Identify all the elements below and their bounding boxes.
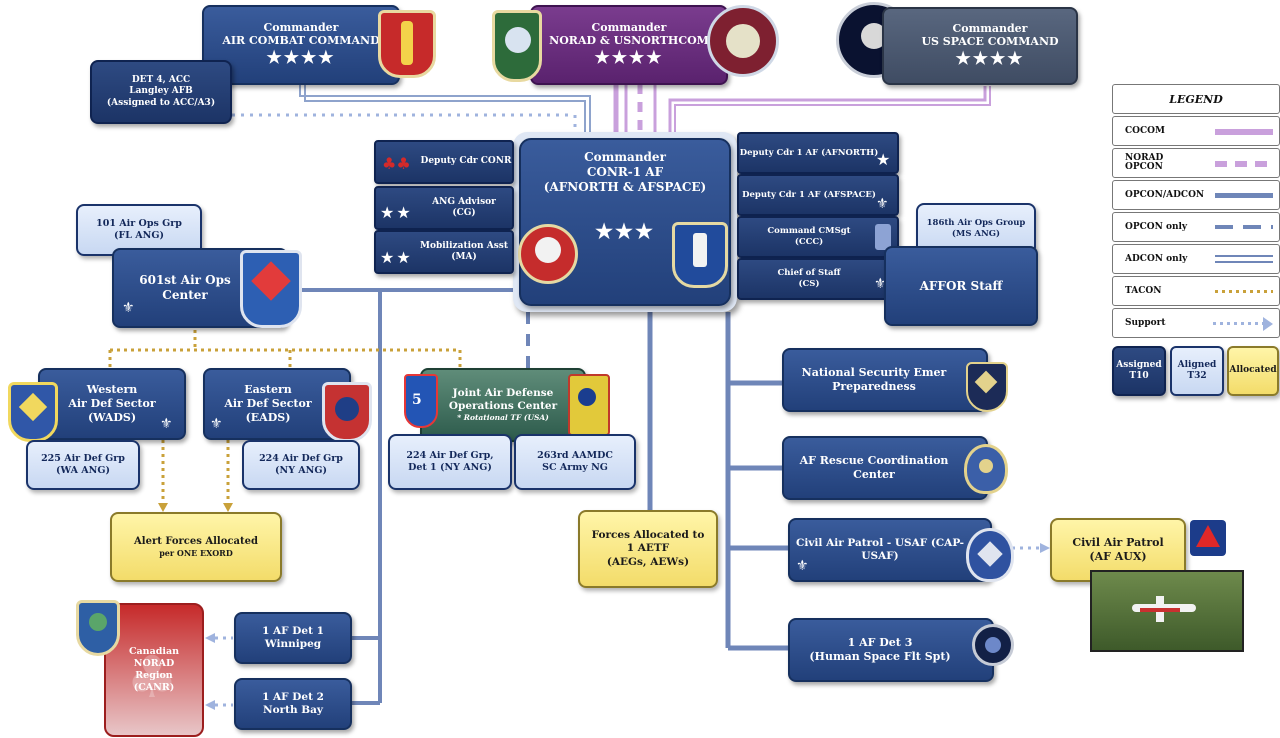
support-arrowhead — [205, 633, 215, 643]
legend-adcon-only-row: ADCON only — [1112, 244, 1280, 274]
canr-emblem-icon — [76, 600, 120, 656]
det4-acc-box: DET 4, ACC Langley AFB (Assigned to ACC/… — [90, 60, 232, 124]
two-star-icon: ★★ — [380, 248, 413, 267]
det3-box: 1 AF Det 3 (Human Space Flt Spt) — [788, 618, 994, 682]
legend-support-row: Support — [1112, 308, 1280, 338]
legend-opcon-adcon-row: OPCON/ADCON — [1112, 180, 1280, 210]
det2-box: 1 AF Det 2 North Bay — [234, 678, 352, 730]
conr-eagle-emblem-icon — [518, 224, 578, 284]
adg224-box: 224 Air Def Grp (NY ANG) — [242, 440, 360, 490]
deputy-cdr-afnorth-box: Deputy Cdr 1 AF (AFNORTH) — [737, 132, 899, 174]
colonel-eagle-icon: ⚜ — [160, 416, 173, 432]
space-commander-box: Commander US SPACE COMMAND ★★★★ — [882, 7, 1078, 85]
afnorth-emblem-icon — [672, 222, 728, 288]
legend-assigned-swatch: Assigned T10 — [1112, 346, 1166, 396]
maple-leaf-icon: ♣♣ — [382, 154, 411, 173]
colonel-eagle-icon: ⚜ — [876, 196, 889, 212]
deputy-cdr-afspace-box: Deputy Cdr 1 AF (AFSPACE) — [737, 174, 899, 216]
legend-norad-opcon-row: NORAD OPCON — [1112, 148, 1280, 178]
legend-title-row: LEGEND — [1112, 84, 1280, 114]
one-star-icon: ★ — [876, 150, 891, 169]
wads-box: Western Air Def Sector (WADS) — [38, 368, 186, 440]
aamdc-box: 263rd AAMDC SC Army NG — [514, 434, 636, 490]
acc-commander-box: Commander AIR COMBAT COMMAND ★★★★ — [202, 5, 400, 85]
cmsgt-chevron-icon — [875, 224, 891, 250]
canr-box: ♣ Canadian NORAD Region (CANR) — [104, 603, 204, 737]
adcon-line — [674, 86, 991, 132]
tacon-arrowhead — [223, 503, 233, 512]
tacon-arrowhead — [158, 503, 168, 512]
det224-box: 224 Air Def Grp, Det 1 (NY ANG) — [388, 434, 512, 490]
aetf-box: Forces Allocated to 1 AETF (AEGs, AEWs) — [578, 510, 718, 588]
two-star-icon: ★★ — [380, 203, 413, 222]
rcc-box: AF Rescue Coordination Center — [782, 436, 988, 500]
nsep-emblem-icon — [966, 362, 1008, 412]
deputy-cdr-conr-box: Deputy Cdr CONR — [374, 140, 514, 184]
rcc-seal-icon — [964, 444, 1008, 494]
legend-tacon-row: TACON — [1112, 276, 1280, 306]
maple-leaf-icon: ♣ — [126, 643, 178, 711]
norad-commander-box: Commander NORAD & USNORTHCOM ★★★★ — [530, 5, 728, 85]
adcon-line — [304, 85, 586, 132]
ops101-box: 101 Air Ops Grp (FL ANG) — [76, 204, 202, 256]
legend-allocated-swatch: Allocated — [1227, 346, 1279, 396]
ang-advisor-box: ANG Advisor (CG) — [374, 186, 514, 230]
norad-emblem-icon — [492, 10, 542, 82]
adg225-box: 225 Air Def Grp (WA ANG) — [26, 440, 140, 490]
alert-forces-box: Alert Forces Allocated per ONE EXORD — [110, 512, 282, 582]
jadoc-box: Joint Air Defense Operations Center * Ro… — [420, 368, 586, 442]
wads-emblem-icon — [8, 382, 58, 442]
cap-usaf-seal-icon — [966, 528, 1014, 582]
command-cmsgt-box: Command CMSgt (CCC) — [737, 216, 899, 258]
cap-usaf-box: Civil Air Patrol - USAF (CAP- USAF) — [788, 518, 992, 582]
det1-box: 1 AF Det 1 Winnipeg — [234, 612, 352, 664]
legend-aligned-swatch: Aligned T32 — [1170, 346, 1224, 396]
support-arrowhead — [205, 700, 215, 710]
det3-seal-icon — [972, 624, 1014, 666]
cap-aircraft-photo — [1090, 570, 1244, 652]
cap-triangle-icon — [1190, 520, 1226, 556]
mobilization-asst-box: Mobilization Asst (MA) — [374, 230, 514, 274]
acc-emblem-icon — [378, 10, 436, 78]
nsep-box: National Security Emer Preparedness — [782, 348, 988, 412]
legend-cocom-row: COCOM — [1112, 116, 1280, 146]
adcon-line — [668, 86, 987, 132]
colonel-eagle-icon: ⚜ — [874, 276, 887, 292]
usnorthcom-seal-icon — [707, 5, 779, 77]
colonel-eagle-icon: ⚜ — [210, 416, 223, 432]
aamdc-patch-icon — [568, 374, 610, 436]
eads-emblem-icon — [322, 382, 372, 442]
affor-staff-box: AFFOR Staff — [884, 246, 1038, 326]
adcon-line — [299, 85, 591, 132]
colonel-eagle-icon: ⚜ — [122, 300, 135, 316]
legend-opcon-only-row: OPCON only — [1112, 212, 1280, 242]
colonel-eagle-icon: ⚜ — [796, 558, 809, 574]
army-north-patch-icon: 5 — [404, 374, 438, 428]
aoc601-emblem-icon — [240, 250, 302, 328]
support-arrowhead — [1040, 543, 1050, 553]
